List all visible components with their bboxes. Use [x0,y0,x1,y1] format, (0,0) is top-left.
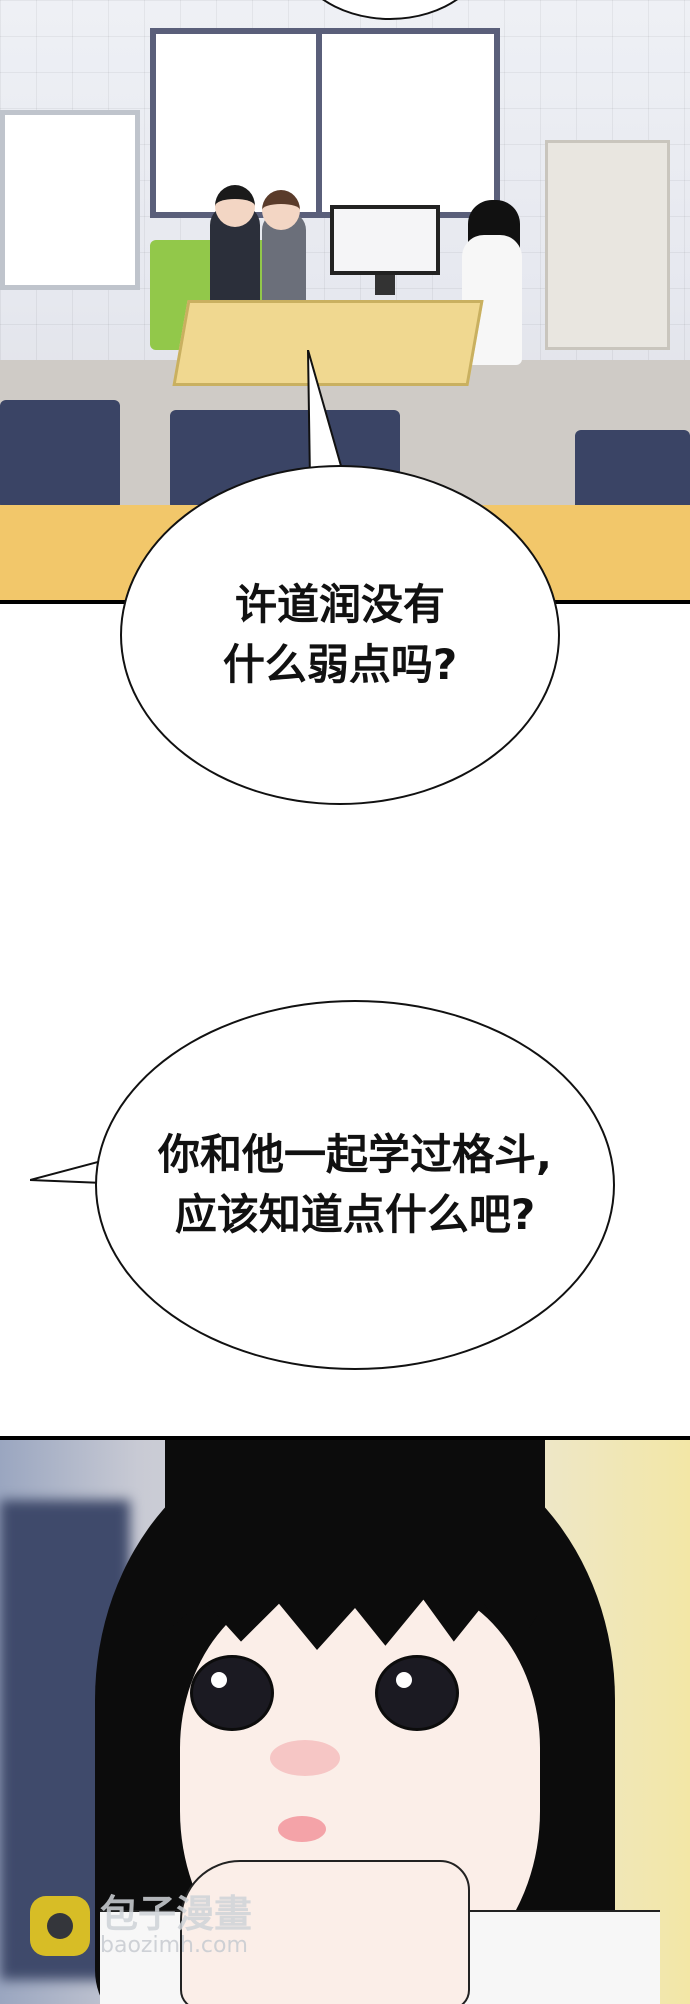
hand-on-chin [180,1860,470,2004]
lips [278,1816,326,1842]
computer-monitor [330,205,440,275]
man-head [215,185,255,227]
bubble-2-line-2: 应该知道点什么吧? [174,1190,536,1239]
bubble-2-line-1: 你和他一起学过格斗, [158,1130,552,1179]
window [150,28,500,218]
right-eye [375,1655,459,1731]
speech-bubble-2: 你和他一起学过格斗, 应该知道点什么吧? [95,1000,615,1370]
whiteboard [0,110,140,290]
closeup-panel [0,1436,690,2004]
bun-logo-icon [30,1896,90,1956]
bubble-1-line-2: 什么弱点吗? [222,640,458,689]
bubble-1-line-1: 许道润没有 [234,580,445,629]
watermark: 包子漫畫 baozimh.com [30,1894,252,1958]
girl-head [262,190,300,230]
chair [0,400,120,510]
watermark-brand: 包子漫畫 [100,1892,253,1936]
watermark-url: baozimh.com [100,1933,248,1958]
speech-bubble-1: 许道润没有 什么弱点吗? [120,465,560,805]
classroom-panel [0,0,690,604]
cabinet [545,140,670,350]
nose-blush [270,1740,340,1776]
left-eye [190,1655,274,1731]
monitor-stand [375,275,395,295]
